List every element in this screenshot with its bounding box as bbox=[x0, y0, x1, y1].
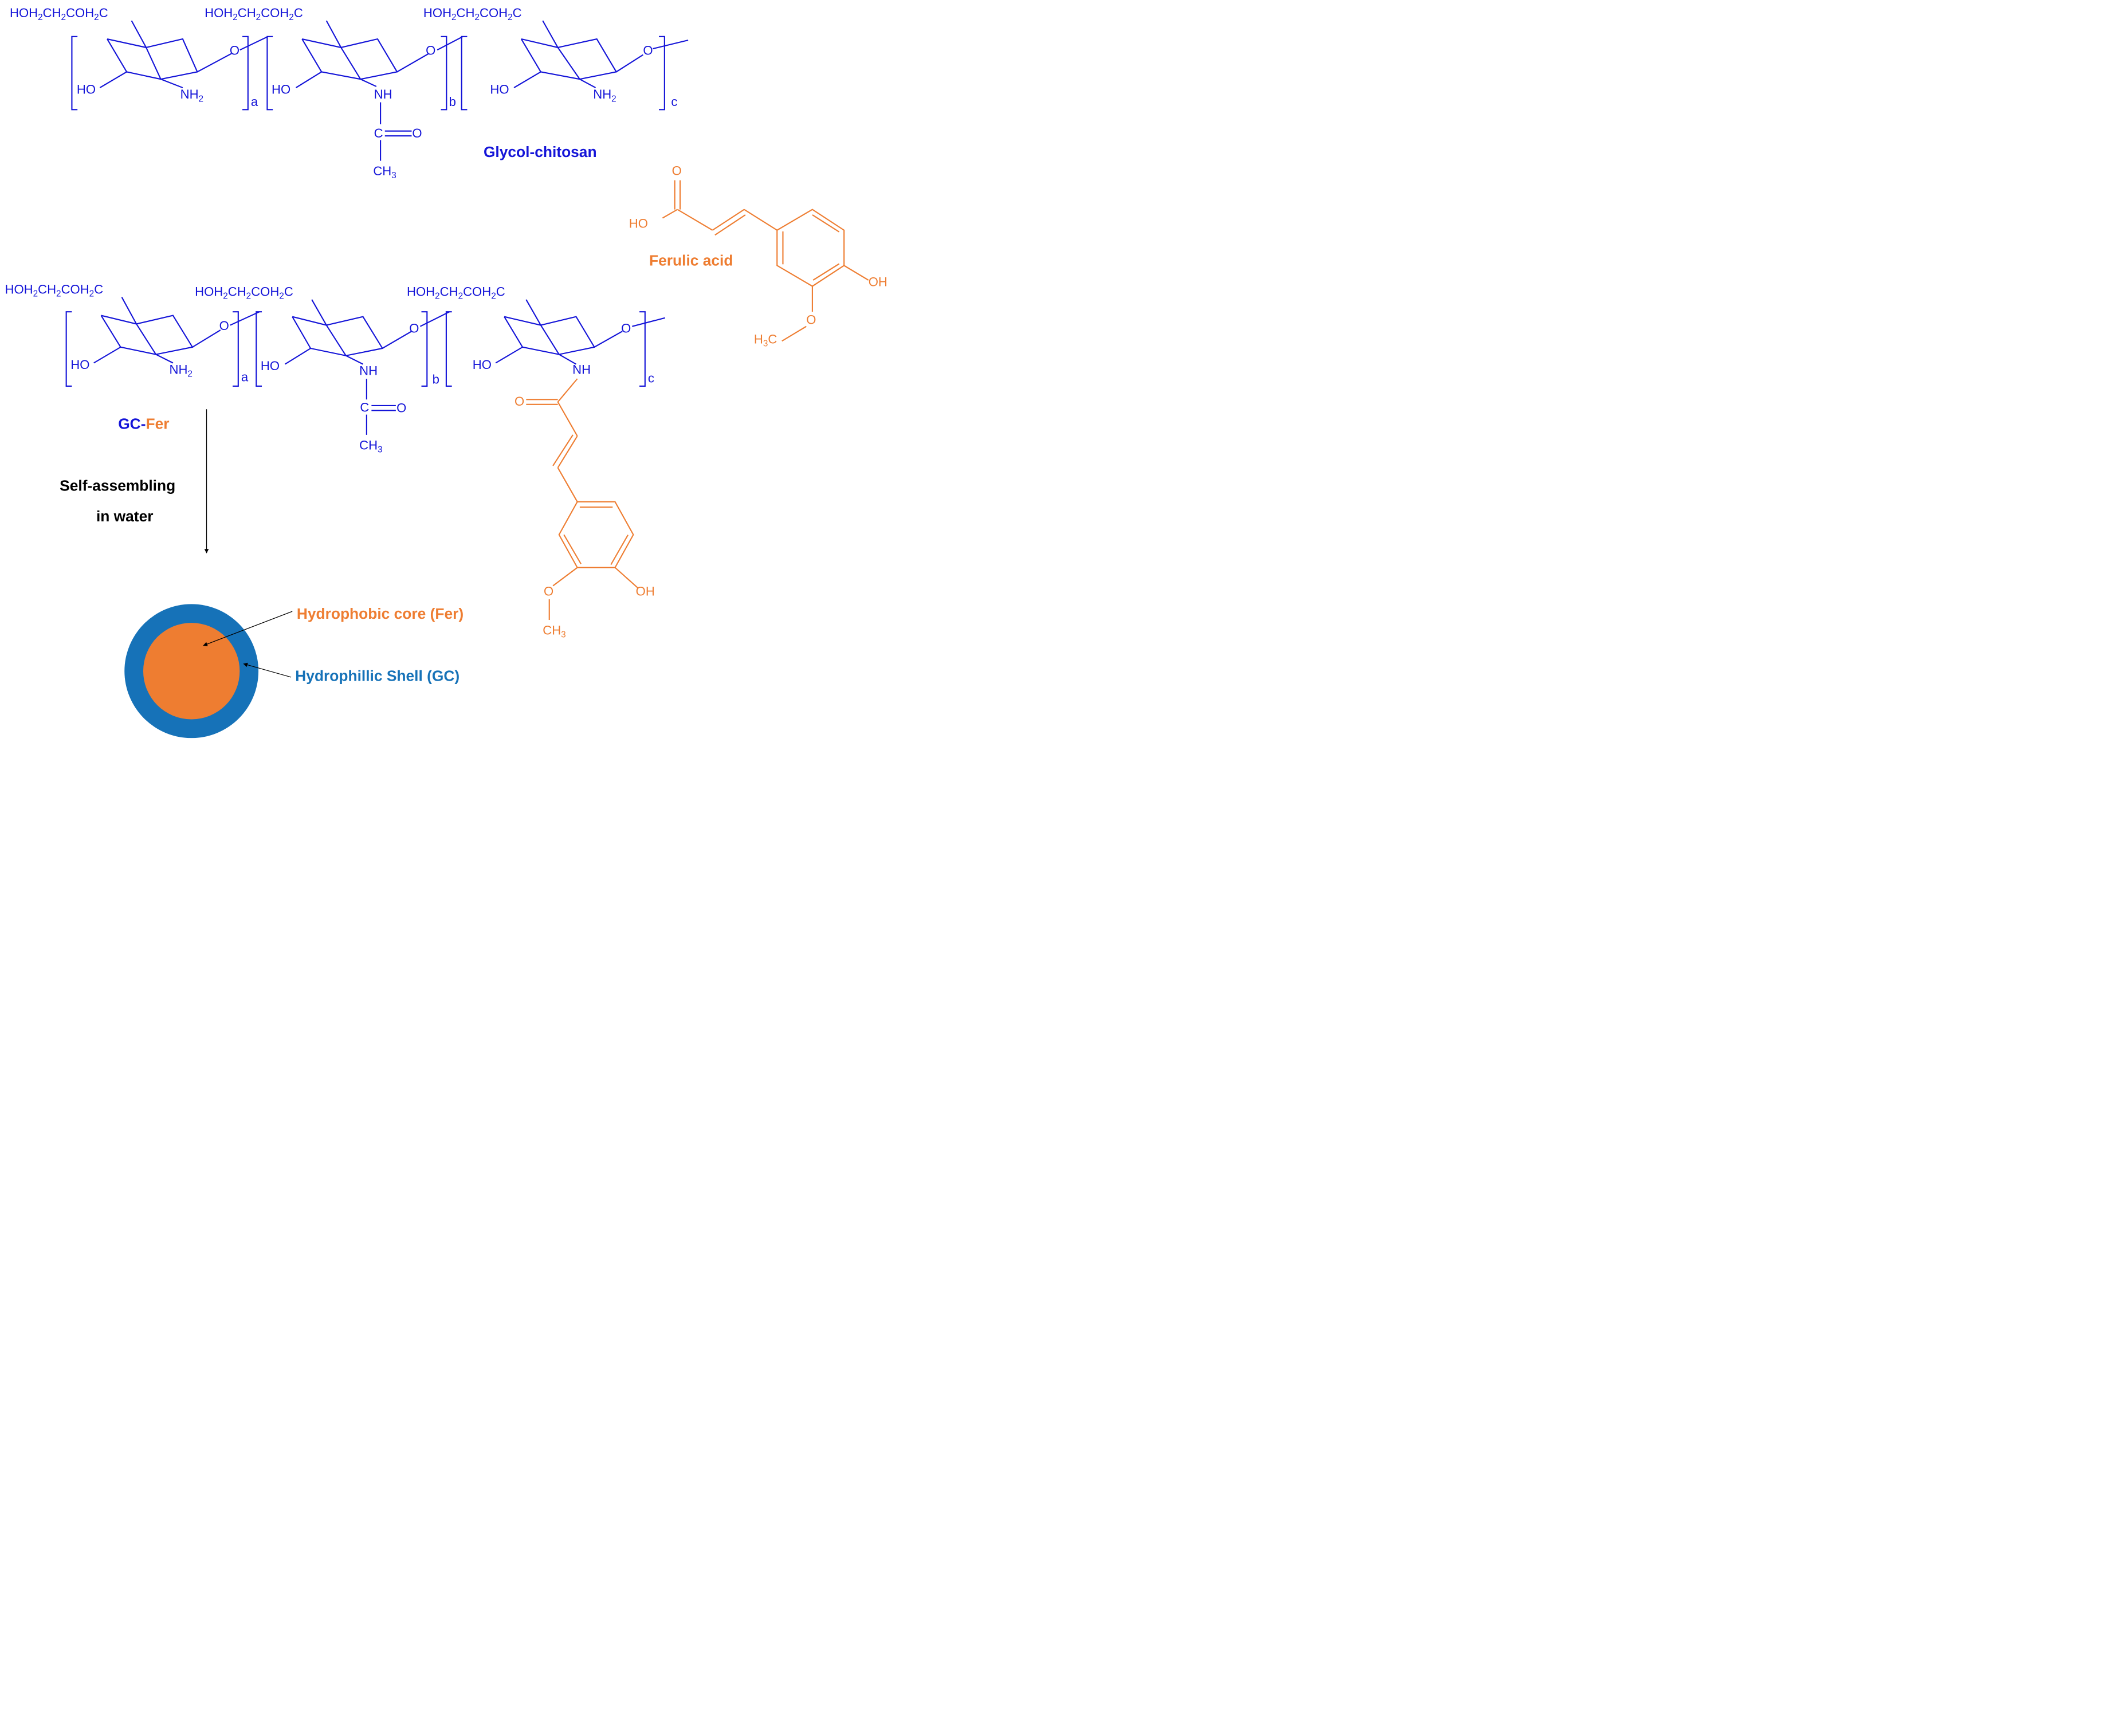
side-chain-label: HOH2CH2COH2C bbox=[205, 6, 303, 22]
carboxyl-hydroxyl-label: HO bbox=[629, 217, 648, 231]
amide-nh-label: NH bbox=[572, 363, 591, 377]
terminal-oxygen-label: O bbox=[621, 321, 631, 335]
ferulic-acid-title: Ferulic acid bbox=[649, 252, 733, 269]
glycol-chitosan-title: Glycol-chitosan bbox=[484, 143, 597, 160]
scheme-canvas: HOH2CH2COH2C HO NH2 O a HOH2CH2COH2C HO bbox=[0, 0, 898, 739]
gc-fer-title: GC-Fer bbox=[118, 415, 169, 432]
amine-label: NH2 bbox=[169, 363, 192, 379]
repeat-b-label: b bbox=[449, 95, 456, 109]
side-chain-label: HOH2CH2COH2C bbox=[423, 6, 522, 22]
side-chain-label: HOH2CH2COH2C bbox=[5, 282, 104, 299]
hydroxyl-label: HO bbox=[272, 83, 290, 97]
phenol-hydroxyl-label: OH bbox=[869, 275, 887, 289]
glycosidic-oxygen-label: O bbox=[426, 44, 435, 58]
glycosidic-oxygen-label: O bbox=[219, 319, 229, 333]
repeat-b-label: b bbox=[433, 372, 439, 387]
carbonyl-carbon-label: C bbox=[374, 126, 383, 140]
glycol-chitosan-structure: HOH2CH2COH2C HO NH2 O a HOH2CH2COH2C HO bbox=[10, 6, 689, 180]
acetamide-nh-label: NH bbox=[374, 87, 392, 101]
side-chain-label: HOH2CH2COH2C bbox=[195, 285, 293, 301]
hydroxyl-label: HO bbox=[70, 358, 89, 372]
repeat-c-label: c bbox=[671, 95, 677, 109]
gc-fer-unit-c: HOH2CH2COH2C HO NH O c bbox=[407, 285, 665, 387]
terminal-oxygen-label: O bbox=[643, 44, 653, 58]
glycol-chitosan-unit-b: HOH2CH2COH2C HO NH C O CH3 b O bbox=[205, 6, 456, 180]
in-water-label: in water bbox=[96, 508, 154, 525]
reaction-scheme: HOH2CH2COH2C HO NH2 O a HOH2CH2COH2C HO bbox=[5, 6, 887, 739]
repeat-a-label: a bbox=[241, 370, 249, 384]
shell-label: Hydrophillic Shell (GC) bbox=[295, 667, 459, 684]
glycosidic-oxygen-label: O bbox=[409, 321, 419, 335]
shell-pointer-arrow bbox=[243, 662, 292, 678]
carboxyl-oxygen-label: O bbox=[672, 163, 682, 178]
repeat-c-label: c bbox=[648, 371, 654, 386]
ferulic-acid-structure: O HO OH O H3C Ferulic acid bbox=[629, 163, 887, 348]
side-chain-label: HOH2CH2COH2C bbox=[407, 285, 505, 301]
repeat-a-label: a bbox=[251, 95, 258, 109]
phenol-hydroxyl-label: OH bbox=[636, 584, 655, 599]
amide-oxygen-label: O bbox=[514, 394, 524, 409]
hydrophobic-core bbox=[143, 623, 240, 720]
carbonyl-oxygen-label: O bbox=[396, 400, 406, 415]
methyl-label: CH3 bbox=[359, 438, 382, 454]
hydroxyl-label: HO bbox=[473, 358, 492, 372]
self-assembly-step: Self-assembling in water bbox=[60, 409, 209, 553]
hydroxyl-label: HO bbox=[490, 83, 509, 97]
methoxy-oxygen-label: O bbox=[544, 584, 553, 599]
gc-fer-unit-b: HOH2CH2COH2C HO NH C O CH3 b O bbox=[195, 285, 439, 455]
amine-label: NH2 bbox=[180, 87, 203, 104]
hydroxyl-label: HO bbox=[77, 83, 96, 97]
side-chain-label: HOH2CH2COH2C bbox=[10, 6, 108, 22]
acetamide-nh-label: NH bbox=[359, 364, 378, 378]
methoxy-methyl-label: CH3 bbox=[543, 623, 565, 640]
amine-label: NH2 bbox=[593, 87, 616, 104]
methoxy-oxygen-label: O bbox=[806, 312, 816, 327]
glycol-chitosan-unit-c: HOH2CH2COH2C HO NH2 O c bbox=[423, 6, 689, 111]
hydroxyl-label: HO bbox=[261, 359, 280, 373]
micelle: Hydrophobic core (Fer) Hydrophillic Shel… bbox=[124, 604, 464, 739]
self-assembling-label: Self-assembling bbox=[60, 477, 175, 494]
feruloyl-moiety: O OH O CH3 bbox=[514, 378, 655, 640]
gc-fer-unit-a: HOH2CH2COH2C HO NH2 O a bbox=[5, 282, 249, 387]
glycol-chitosan-unit-a: HOH2CH2COH2C HO NH2 O a bbox=[10, 6, 258, 111]
carbonyl-oxygen-label: O bbox=[412, 126, 422, 140]
core-label: Hydrophobic core (Fer) bbox=[297, 605, 464, 622]
methoxy-methyl-label: H3C bbox=[754, 332, 777, 348]
core-pointer-arrow bbox=[203, 611, 293, 646]
methyl-label: CH3 bbox=[373, 164, 396, 180]
gc-fer-structure: HOH2CH2COH2C HO NH2 O a HOH2CH2COH2C HO bbox=[5, 282, 665, 640]
carbonyl-carbon-label: C bbox=[360, 400, 369, 415]
glycosidic-oxygen-label: O bbox=[230, 44, 239, 58]
